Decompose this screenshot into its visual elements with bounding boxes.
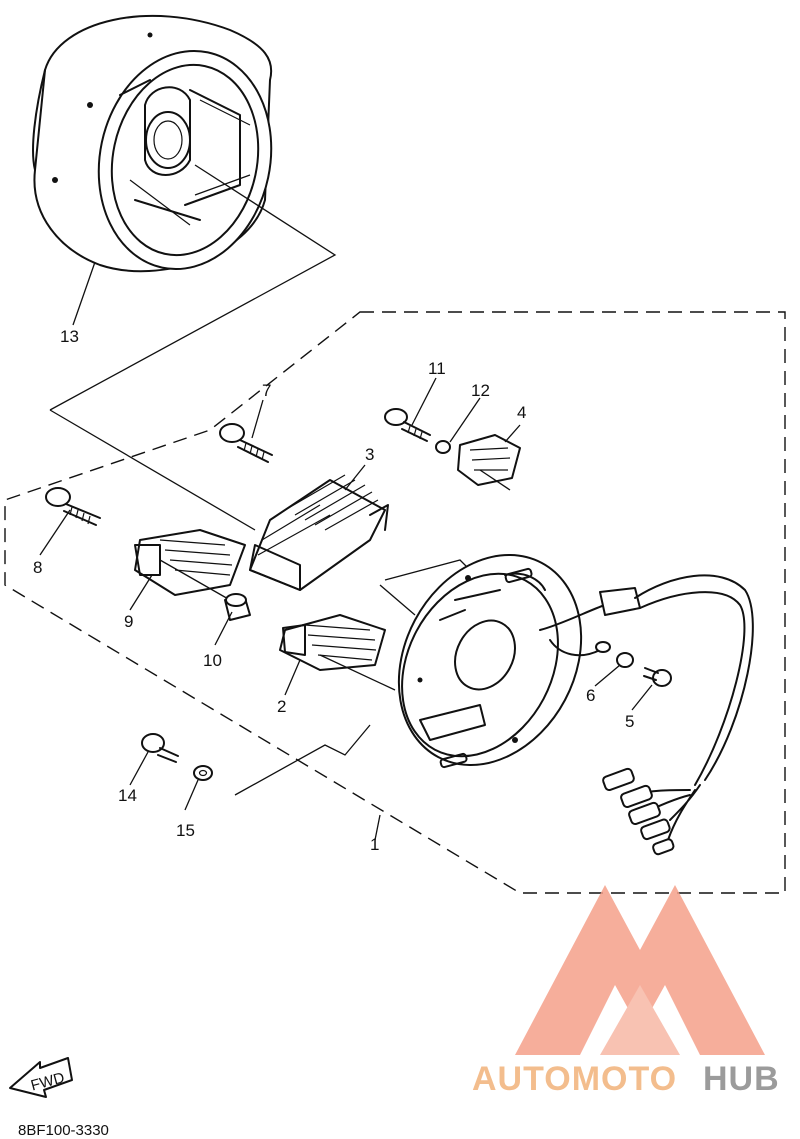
- screw-14: [141, 733, 179, 763]
- callout-4: 4: [517, 403, 526, 422]
- charge-coil: [249, 474, 389, 591]
- callout-7: 7: [262, 381, 271, 400]
- screw-5: [643, 667, 672, 687]
- watermark-logo-icon: [515, 885, 765, 1055]
- leader-13-group: [49, 164, 337, 411]
- callouts: 1 2 3 4 5 6 7 8 9 10 11 12 13 14 15: [33, 327, 634, 854]
- pulser-coil: [134, 529, 246, 601]
- watermark-brand-part1: AUTOMOTO: [472, 1060, 677, 1098]
- callout-12: 12: [471, 381, 490, 400]
- washer-6: [616, 652, 634, 668]
- screw-8: [45, 487, 101, 526]
- callout-15: 15: [176, 821, 195, 840]
- source-coil: [457, 434, 521, 491]
- assembly-boundary: [4, 311, 786, 894]
- washer-12: [435, 440, 451, 454]
- callout-5: 5: [625, 712, 634, 731]
- stator-plate: [397, 553, 583, 769]
- callout-14: 14: [118, 786, 137, 805]
- callout-2: 2: [277, 697, 286, 716]
- automotohub-watermark: AUTOMOTO HUB: [472, 885, 780, 1098]
- callout-9: 9: [124, 612, 133, 631]
- flywheel-rotor: [32, 14, 273, 273]
- connector-terminals: [602, 767, 675, 856]
- screw-7: [219, 423, 273, 463]
- callout-11: 11: [428, 359, 446, 378]
- collar-spacer: [224, 593, 251, 621]
- wire-harness: [539, 574, 754, 856]
- lighting-coil: [279, 614, 396, 691]
- washer-15: [193, 765, 213, 781]
- callout-3: 3: [365, 445, 374, 464]
- callout-8: 8: [33, 558, 42, 577]
- callout-1: 1: [370, 835, 379, 854]
- callout-6: 6: [586, 686, 595, 705]
- part-code: 8BF100-3330: [18, 1122, 109, 1139]
- callout-10: 10: [203, 651, 222, 670]
- watermark-brand-part2: HUB: [703, 1060, 780, 1098]
- callout-13: 13: [60, 327, 79, 346]
- fwd-arrow-icon: FWD: [9, 1057, 73, 1098]
- screw-11: [384, 408, 431, 442]
